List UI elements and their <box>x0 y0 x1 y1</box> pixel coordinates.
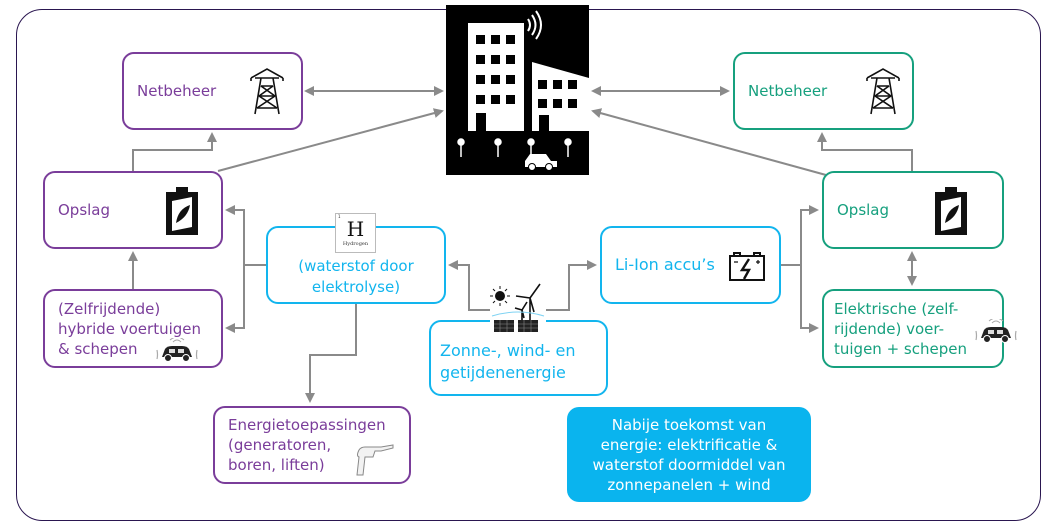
right-opslag-label: Opslag <box>837 201 890 219</box>
applications-label: Energietoepassingen (generatoren, boren,… <box>228 416 386 474</box>
smart-city-icon <box>446 5 589 175</box>
self-driving-car-icon <box>974 317 1018 347</box>
left-vehicles-box: (Zelfrijdende) hybride voertuigen & sche… <box>43 289 223 368</box>
right-vehicles-box: Elektrische (zelf- rijdende) voer- tuige… <box>822 289 1017 368</box>
left-netbeheer-label: Netbeheer <box>137 82 217 100</box>
eco-battery-icon <box>166 187 198 239</box>
arrow-renewables-liion <box>545 260 597 311</box>
liion-label: Li-Ion accu’s <box>615 255 715 274</box>
arrow-right-opslag-netbeheer <box>817 132 913 171</box>
hydrogen-element-icon: 1 H Hydrogen <box>335 213 376 253</box>
summary-note: Nabije toekomst van energie: elektrifica… <box>567 407 811 502</box>
power-pylon-icon <box>865 66 901 120</box>
arrow-renewables-hydrogen <box>448 260 490 311</box>
arrow-hydrogen-opslag <box>225 205 266 266</box>
self-driving-car-icon <box>155 336 199 366</box>
arrow-left-opslag-netbeheer <box>132 132 217 171</box>
power-pylon-icon <box>249 66 285 120</box>
arrow-hydrogen-vehicles <box>225 265 245 333</box>
right-netbeheer-box: Netbeheer <box>733 52 914 130</box>
hydrogen-tile-symbol: H <box>346 217 365 241</box>
eco-battery-icon <box>935 187 967 239</box>
arrow-liion-vehicles <box>800 265 819 333</box>
car-battery-icon <box>729 251 765 285</box>
hydrogen-label: (waterstof door elektrolyse) <box>298 257 414 296</box>
right-vehicles-label: Elektrische (zelf- rijdende) voer- tuige… <box>834 299 967 358</box>
arrow-hydrogen-applications <box>305 303 357 403</box>
left-netbeheer-box: Netbeheer <box>122 52 303 130</box>
arrow-left-opslag-city <box>217 108 444 172</box>
drill-icon <box>355 444 395 482</box>
hydrogen-tile-name: Hydrogen <box>342 241 369 247</box>
left-opslag-label: Opslag <box>58 201 111 219</box>
sun-wind-solar-icon <box>490 282 546 338</box>
applications-box: Energietoepassingen (generatoren, boren,… <box>213 406 411 484</box>
left-vehicles-label: (Zelfrijdende) hybride voertuigen & sche… <box>58 299 202 358</box>
arrow-liion-opslag <box>780 205 819 266</box>
right-netbeheer-label: Netbeheer <box>748 82 828 100</box>
renewables-label: Zonne-, wind- en getijdenenergie <box>440 341 576 382</box>
hydrogen-tile-number: 1 <box>338 214 341 219</box>
arrow-right-opslag-city <box>591 108 827 176</box>
left-opslag-box: Opslag <box>43 171 223 249</box>
right-opslag-box: Opslag <box>822 171 1004 249</box>
liion-box: Li-Ion accu’s <box>600 226 781 304</box>
